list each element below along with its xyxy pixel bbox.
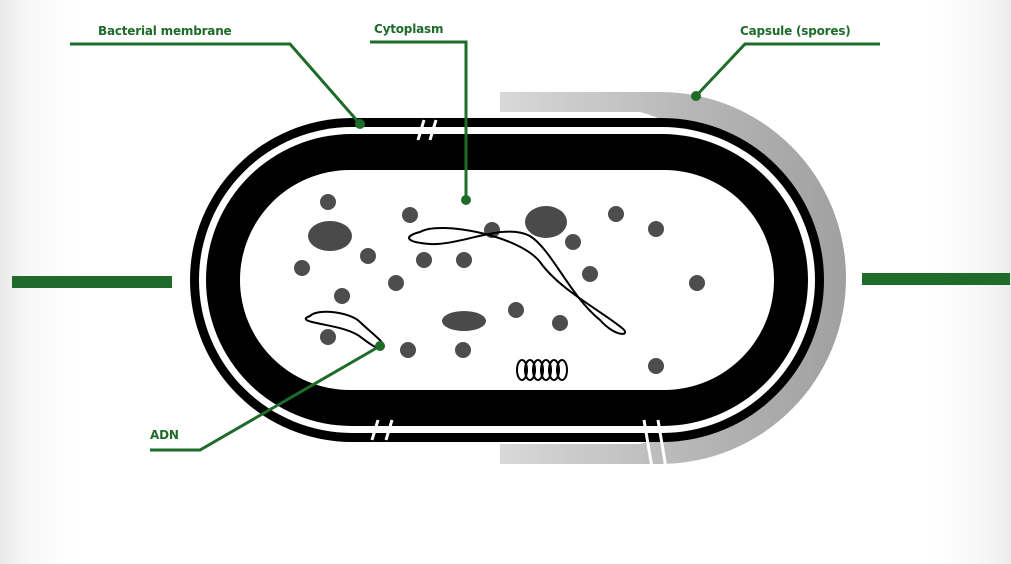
- label-adn: ADN: [150, 428, 179, 442]
- ribosome-granule: [400, 342, 416, 358]
- ribosome-granule: [320, 194, 336, 210]
- leader-capsule: [696, 44, 880, 96]
- label-bacterial-membrane: Bacterial membrane: [98, 24, 232, 38]
- ribosome-granule: [565, 234, 581, 250]
- ribosome-granule: [416, 252, 432, 268]
- label-cytoplasm: Cytoplasm: [374, 22, 443, 36]
- ribosome-granule: [334, 288, 350, 304]
- inclusion-body: [308, 221, 352, 251]
- right-axis-bar: [862, 273, 1010, 285]
- leader-membrane: [70, 44, 360, 124]
- ribosome-granule: [320, 329, 336, 345]
- label-capsule: Capsule (spores): [740, 24, 851, 38]
- left-axis-bar: [12, 276, 172, 288]
- ribosome-granule: [608, 206, 624, 222]
- ribosome-granule: [402, 207, 418, 223]
- ribosome-granule: [582, 266, 598, 282]
- ribosome-granule: [360, 248, 376, 264]
- ribosome-granule: [388, 275, 404, 291]
- inclusion-body: [525, 206, 567, 238]
- ribosome-granule: [648, 221, 664, 237]
- inclusion-body: [442, 311, 486, 331]
- coiled-dna-fragment: [517, 360, 567, 380]
- ribosome-granule: [455, 342, 471, 358]
- ribosome-granule: [294, 260, 310, 276]
- ribosome-granule: [689, 275, 705, 291]
- ribosome-granule: [508, 302, 524, 318]
- ribosome-granule: [552, 315, 568, 331]
- ribosome-granule: [648, 358, 664, 374]
- ribosome-granule: [456, 252, 472, 268]
